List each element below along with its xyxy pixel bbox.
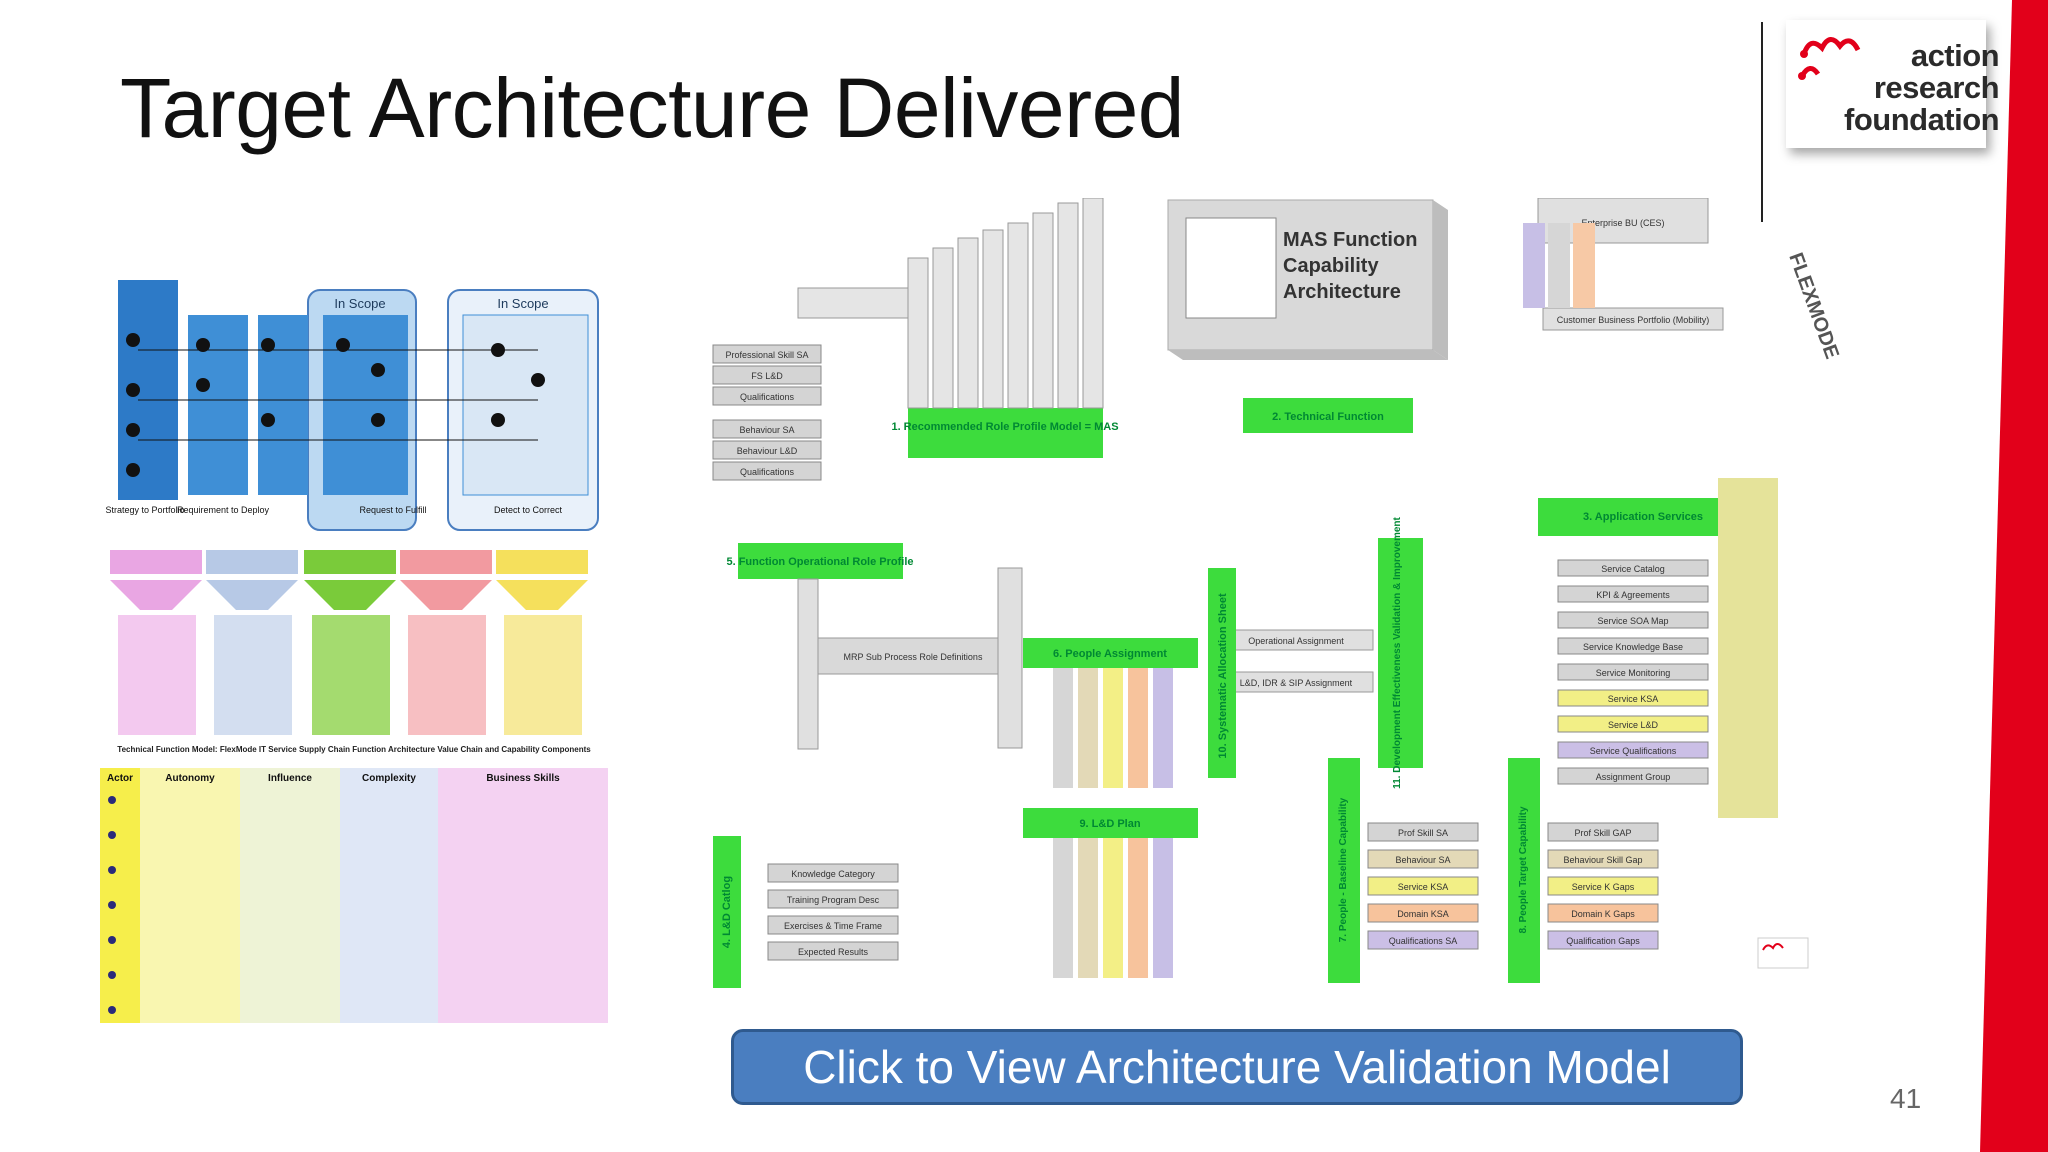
- page-number: 41: [1890, 1083, 1922, 1114]
- svg-text:Service KSA: Service KSA: [1398, 882, 1449, 892]
- title-box-text: MAS Function Capability Architecture: [1283, 229, 1423, 303]
- red-ribbon: [1980, 0, 2048, 1152]
- table-header-actor: Actor: [107, 773, 133, 784]
- value-chain-grid: [118, 280, 589, 500]
- svg-text:Service L&D: Service L&D: [1608, 720, 1659, 730]
- mini-logo-swirl-icon: [1762, 943, 1784, 951]
- node-3-application-services: 3. Application Services: [1538, 478, 1778, 818]
- function-columns: [110, 550, 588, 735]
- svg-text:Domain KSA: Domain KSA: [1397, 909, 1449, 919]
- svg-text:Operational Assignment: Operational Assignment: [1248, 636, 1344, 646]
- svg-text:Service K Gaps: Service K Gaps: [1572, 882, 1635, 892]
- mini-logo: [1757, 937, 1809, 969]
- mas-capability-architecture-figure: MAS Function Capability Architecture FLE…: [712, 198, 1840, 988]
- header-divider: [1761, 22, 1763, 222]
- svg-text:Qualifications: Qualifications: [740, 467, 795, 477]
- svg-text:KPI & Agreements: KPI & Agreements: [1596, 590, 1670, 600]
- table-header-influence: Influence: [268, 773, 312, 784]
- node-7-baseline-capability: 7. People - Baseline Capability Prof Ski…: [1328, 758, 1479, 983]
- svg-text:11. Development Effectiveness: 11. Development Effectiveness Validation…: [1392, 516, 1403, 788]
- svg-text:9. L&D Plan: 9. L&D Plan: [1079, 818, 1140, 830]
- svg-text:Qualification Gaps: Qualification Gaps: [1566, 936, 1640, 946]
- svg-text:4. L&D Catlog: 4. L&D Catlog: [721, 876, 733, 948]
- table-header-business-skills: Business Skills: [486, 773, 560, 784]
- svg-text:MRP Sub Process Role Definitio: MRP Sub Process Role Definitions: [844, 652, 983, 662]
- svg-text:Prof Skill GAP: Prof Skill GAP: [1574, 828, 1631, 838]
- svg-text:Expected Results: Expected Results: [798, 947, 869, 957]
- chain-caption: Technical Function Model: FlexMode IT Se…: [117, 745, 591, 754]
- svg-text:Knowledge Category: Knowledge Category: [791, 869, 875, 879]
- stage-label-3: Request to Fulfill: [359, 505, 426, 515]
- logo-line-3: foundation: [1844, 102, 2000, 137]
- svg-text:Service KSA: Service KSA: [1608, 694, 1659, 704]
- svg-text:Service Catalog: Service Catalog: [1601, 564, 1665, 574]
- svg-text:Service Qualifications: Service Qualifications: [1590, 746, 1677, 756]
- svg-text:Service SOA Map: Service SOA Map: [1597, 616, 1668, 626]
- svg-text:Behaviour Skill Gap: Behaviour Skill Gap: [1563, 855, 1642, 865]
- svg-text:L&D, IDR & SIP Assignment: L&D, IDR & SIP Assignment: [1240, 678, 1353, 688]
- svg-text:8. People Target Capability: 8. People Target Capability: [1518, 806, 1529, 934]
- skill-table: Actor Autonomy Influence Complexity Busi…: [100, 768, 608, 1023]
- logo-line-2: research: [1873, 70, 2000, 105]
- logo-line-1: action: [1910, 38, 2000, 73]
- table-header-complexity: Complexity: [362, 773, 416, 784]
- stage-label-2: Requirement to Deploy: [177, 505, 270, 515]
- svg-text:Service Knowledge Base: Service Knowledge Base: [1583, 642, 1683, 652]
- node-5-operational-role-profile: 5. Function Operational Role Profile MRP…: [726, 543, 1023, 750]
- svg-text:Customer Business Portfolio (M: Customer Business Portfolio (Mobility): [1557, 315, 1710, 325]
- stage-label-4: Detect to Correct: [494, 505, 563, 515]
- svg-text:Qualifications: Qualifications: [740, 392, 795, 402]
- svg-text:Behaviour SA: Behaviour SA: [739, 425, 794, 435]
- svg-text:Training Program Desc: Training Program Desc: [787, 895, 880, 905]
- node-8-target-capability: 8. People Target Capability Prof Skill G…: [1508, 758, 1659, 983]
- svg-text:Qualifications SA: Qualifications SA: [1389, 936, 1458, 946]
- view-architecture-validation-model-button[interactable]: Click to View Architecture Validation Mo…: [731, 1029, 1743, 1105]
- node-2-technical-function: 2. Technical Function Enterprise BU (CES…: [1243, 198, 1724, 433]
- node-1-role-profile: 1. Recommended Role Profile Model = MAS: [797, 198, 1119, 458]
- svg-text:FS L&D: FS L&D: [751, 371, 783, 381]
- node-11-validation-improvement: [1378, 538, 1423, 768]
- svg-text:Prof Skill SA: Prof Skill SA: [1398, 828, 1448, 838]
- node-1-label: 1. Recommended Role Profile Model = MAS: [891, 421, 1118, 433]
- table-header-autonomy: Autonomy: [165, 773, 215, 784]
- svg-text:10. Systematic Allocation Shee: 10. Systematic Allocation Sheet: [1217, 593, 1229, 759]
- svg-text:Assignment Group: Assignment Group: [1596, 772, 1671, 782]
- svg-text:Domain K Gaps: Domain K Gaps: [1571, 909, 1635, 919]
- node-10-allocation-sheet: [1208, 568, 1236, 778]
- svg-text:2. Technical Function: 2. Technical Function: [1272, 411, 1384, 423]
- svg-text:Exercises & Time Frame: Exercises & Time Frame: [784, 921, 882, 931]
- left-skill-stack: Professional Skill SA FS L&D Qualificati…: [712, 344, 822, 481]
- logo-swirl-icon: [1798, 37, 1861, 80]
- stage-label-1: Strategy to Portfolio: [105, 505, 184, 515]
- left-architecture-figure: In Scope In Scope Strategy to Portfolio …: [100, 280, 608, 1023]
- scope-label-2: In Scope: [497, 296, 548, 311]
- svg-text:Professional Skill SA: Professional Skill SA: [725, 350, 808, 360]
- svg-text:Behaviour L&D: Behaviour L&D: [737, 446, 798, 456]
- svg-text:3. Application Services: 3. Application Services: [1583, 511, 1703, 523]
- svg-text:5. Function Operational Role P: 5. Function Operational Role Profile: [726, 556, 913, 568]
- node-6-people-assignment: 6. People Assignment Operational Assignm…: [1023, 629, 1374, 788]
- flexmode-brand: FLEXMODE: [1784, 250, 1840, 362]
- svg-text:6. People Assignment: 6. People Assignment: [1053, 648, 1167, 660]
- service-stack: Service Catalog KPI & Agreements Service…: [1557, 559, 1709, 785]
- scope-label-1: In Scope: [334, 296, 385, 311]
- node-9-ld-plan: 9. L&D Plan: [1023, 808, 1198, 978]
- node-4-ld-catalog: 4. L&D Catlog Knowledge Category Trainin…: [713, 836, 899, 988]
- svg-text:Enterprise BU (CES): Enterprise BU (CES): [1581, 218, 1664, 228]
- svg-text:Service Monitoring: Service Monitoring: [1596, 668, 1671, 678]
- svg-text:Behaviour SA: Behaviour SA: [1395, 855, 1450, 865]
- action-research-foundation-logo: action research foundation: [1786, 20, 2000, 148]
- slide-title: Target Architecture Delivered: [120, 61, 1185, 155]
- svg-text:7. People - Baseline Capabilit: 7. People - Baseline Capability: [1338, 797, 1349, 942]
